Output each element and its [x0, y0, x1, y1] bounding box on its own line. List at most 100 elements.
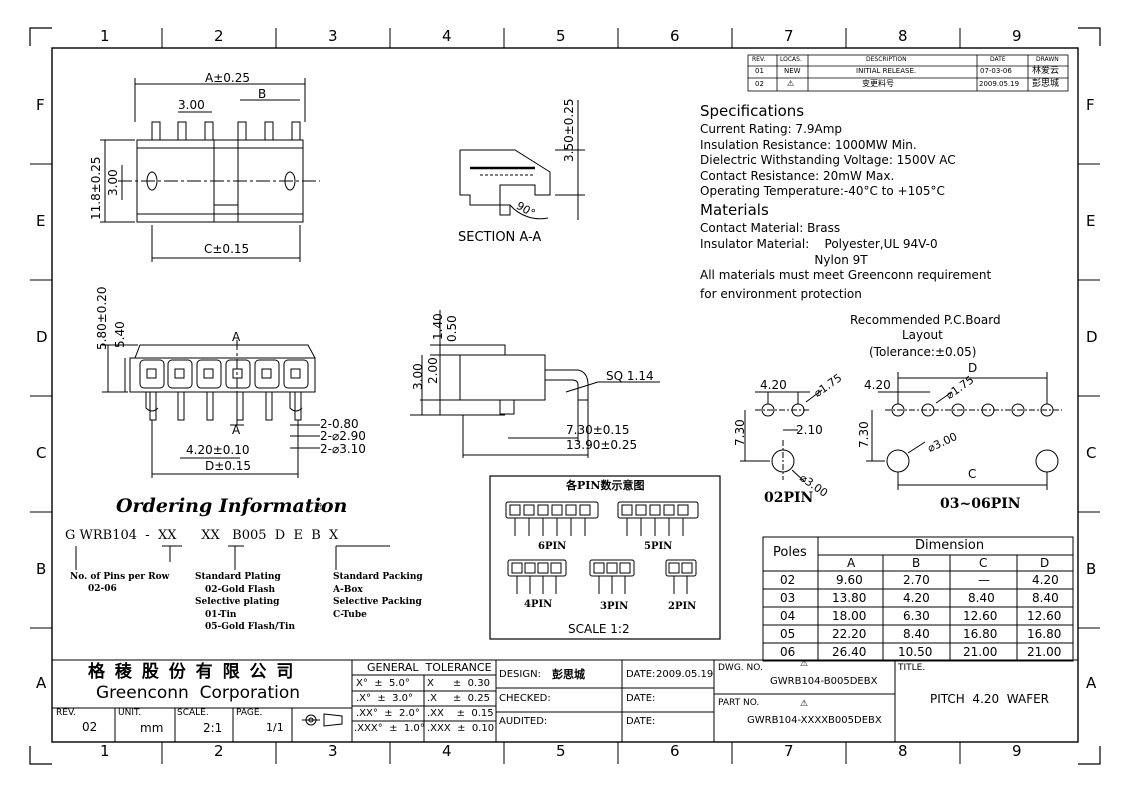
spec-line-5: Operating Temperature:-40°C to +105°C: [700, 184, 945, 198]
dim-row2-poles: 03: [780, 591, 796, 605]
dim-row5-b: 10.50: [898, 645, 933, 659]
pin-3: [589, 559, 635, 594]
dim-table-dimension-header: Dimension: [915, 538, 985, 553]
ordering-col2-line3: Selective plating: [195, 597, 280, 607]
pcb6-dim-c: C: [968, 467, 977, 481]
title-block-lines: [52, 659, 1078, 742]
dim-row2-b: 4.20: [903, 591, 930, 605]
ordering-col3-line2: A-Box: [333, 585, 363, 595]
row-label-right-b: B: [1086, 560, 1097, 578]
revision-table-lines: [747, 54, 1069, 92]
rev-label: REV.: [56, 708, 76, 718]
dim-row5-poles: 06: [780, 645, 796, 659]
pin-4: [507, 559, 567, 594]
tolerance-linear-2: .X ± 0.25: [427, 693, 490, 704]
dim-table-col-c: C: [979, 556, 988, 570]
dim-row3-poles: 04: [780, 609, 796, 623]
note-line-2: for environment protection: [700, 287, 862, 301]
dim-sq: SQ 1.14: [606, 369, 654, 383]
date-value: 2009.05.19: [656, 669, 714, 680]
pcb-2pin-label: 02PIN: [764, 490, 814, 506]
rev-row2-date: 2009.05.19: [979, 80, 1020, 88]
dim-5-80: 5.80±0.20: [95, 286, 109, 351]
col-label-bottom-8: 8: [898, 742, 908, 760]
dim-2-2-90: 2-⌀2.90: [320, 429, 366, 443]
dimension-table-lines: [762, 536, 1074, 662]
dim-row5-d: 21.00: [1027, 645, 1062, 659]
dim-13-90: 13.90±0.25: [566, 438, 638, 452]
material-line-3: Nylon 9T: [700, 253, 868, 267]
checked-label: CHECKED:: [499, 693, 551, 704]
rev-row2-drawn: 彭思城: [1032, 79, 1060, 89]
col-label-3: 3: [328, 27, 338, 45]
side-view: [410, 310, 660, 458]
pcb6-dim-4-20: 4.20: [864, 378, 891, 392]
dim-row5-c: 21.00: [963, 645, 998, 659]
spec-line-4: Contact Resistance: 20mW Max.: [700, 169, 895, 183]
section-label: SECTION A-A: [458, 230, 542, 245]
dim-5-40: 5.40: [113, 321, 127, 348]
dim-row4-a: 22.20: [832, 627, 867, 641]
dim-row1-poles: 02: [780, 573, 796, 587]
materials-title: Materials: [700, 201, 769, 219]
note-line-1: All materials must meet Greenconn requir…: [700, 268, 992, 282]
dim-7-30: 7.30±0.15: [566, 423, 630, 437]
tolerance-angle-2: .X° ± 3.0°: [356, 693, 414, 704]
row-label-right-d: D: [1086, 328, 1098, 346]
pcb-tolerance: (Tolerance:±0.05): [869, 345, 977, 359]
dim-row5-a: 26.40: [832, 645, 867, 659]
tolerance-linear-3: .XX ± 0.15: [427, 708, 494, 719]
dim-table-poles-header: Poles: [773, 545, 807, 560]
col-label-bottom-1: 1: [100, 742, 110, 760]
tolerance-linear-4: .XXX ± 0.10: [427, 723, 495, 734]
pin-label-2: 2PIN: [668, 601, 697, 612]
pin-label-3: 3PIN: [600, 601, 629, 612]
scale-label: SCALE.: [177, 708, 209, 718]
col-label-bottom-6: 6: [670, 742, 680, 760]
front-view: [102, 340, 320, 478]
col-label-9: 9: [1012, 27, 1022, 45]
dim-d: D±0.15: [205, 459, 252, 473]
tolerance-angle-3: .XX° ± 2.0°: [356, 708, 420, 719]
dim-table-col-b: B: [912, 556, 921, 570]
dwg-warning-icon: ⚠: [800, 659, 809, 669]
dim-4-20: 4.20±0.10: [186, 443, 250, 457]
ordering-col3-line1: Standard Packing: [333, 572, 423, 582]
tolerance-title: GENERAL TOLERANCE: [367, 661, 492, 674]
ordering-col2-line5: 05-Gold Flash/Tin: [205, 622, 295, 632]
dim-row4-poles: 05: [780, 627, 796, 641]
pcb2-dim-7-30: 7.30: [733, 419, 747, 446]
row-label-right-f: F: [1086, 96, 1095, 114]
dim-row4-d: 16.80: [1027, 627, 1062, 641]
pcb-title-2: Layout: [902, 328, 943, 342]
row-label-e: E: [36, 212, 46, 230]
col-label-bottom-5: 5: [556, 742, 566, 760]
col-label-bottom-7: 7: [784, 742, 794, 760]
audited-label: AUDITED:: [499, 716, 548, 727]
row-label-a: A: [36, 674, 47, 692]
pin-label-5: 5PIN: [644, 541, 673, 552]
dim-1-40: 1.40: [431, 313, 445, 340]
company-name-cn: 格 稜 股 份 有 限 公 司: [88, 662, 296, 682]
pin-label-6: 6PIN: [538, 541, 567, 552]
dim-c: C±0.15: [204, 242, 250, 256]
col-label-bottom-4: 4: [442, 742, 452, 760]
col-label-2: 2: [214, 27, 224, 45]
dim-height-3-00: 3.00: [106, 169, 120, 196]
dwg-label: DWG. NO.: [718, 663, 763, 673]
rev-row1-rev: 01: [755, 67, 764, 75]
tolerance-angle-1: X° ± 5.0°: [356, 678, 410, 689]
pcb6-dim-d: D: [968, 361, 978, 375]
dim-pitch-300: 3.00: [178, 98, 205, 112]
dim-table-col-d: D: [1040, 556, 1050, 570]
unit-label: UNIT.: [118, 708, 142, 718]
dim-side-2-00: 2.00: [426, 357, 440, 384]
dim-row3-a: 18.00: [832, 609, 867, 623]
tolerance-angle-4: .XXX° ± 1.0°: [354, 723, 425, 734]
row-label-right-c: C: [1086, 444, 1097, 462]
pcb-6pin: [866, 372, 1062, 490]
dim-2-0-80: 2-0.80: [320, 417, 359, 431]
col-label-5: 5: [556, 27, 566, 45]
